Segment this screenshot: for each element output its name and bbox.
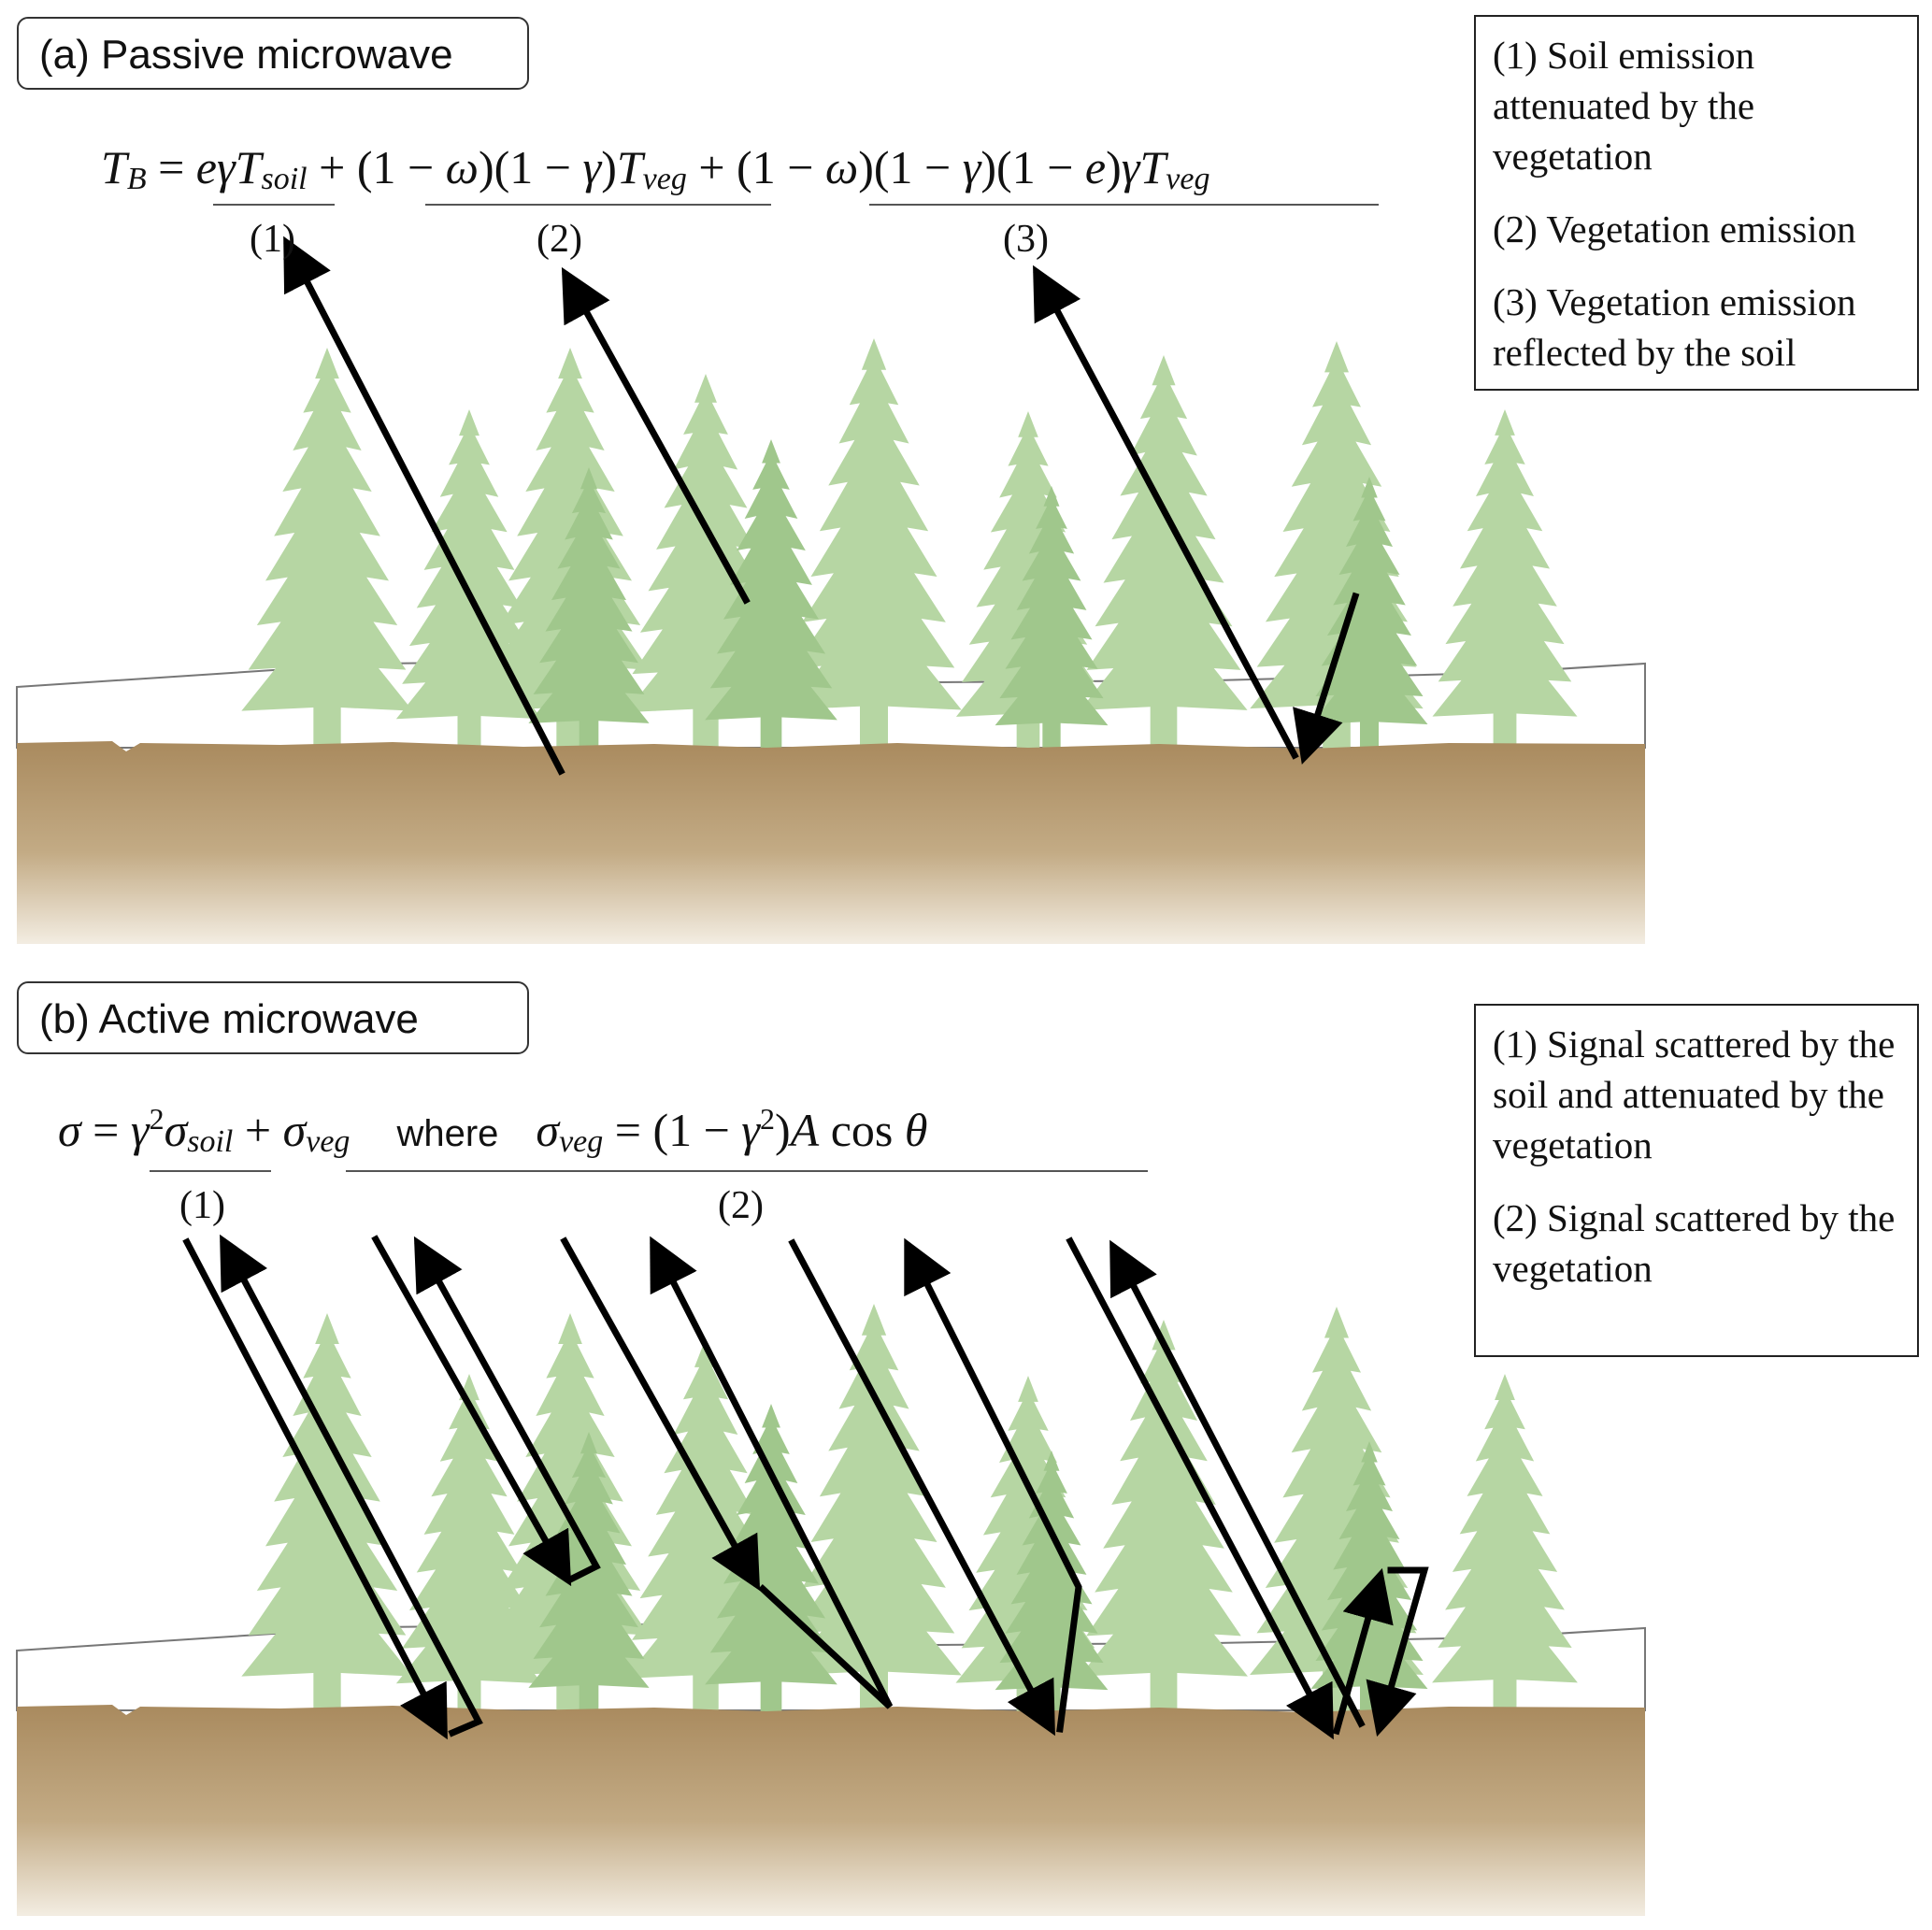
- arrow-multi-up: [1332, 1567, 1394, 1736]
- term-label-2: (2): [537, 218, 582, 261]
- active-legend: (1) Signal scattered by the soil and att…: [1474, 1004, 1919, 1357]
- where-word: where: [396, 1113, 499, 1154]
- panel-b-label: (b) Active microwave: [17, 981, 529, 1054]
- term-label-3: (3): [1003, 218, 1049, 261]
- passive-equation: TB = eγTsoil + (1 − ω)(1 − γ)Tveg + (1 −…: [101, 141, 1210, 196]
- arrow-vegetation-emission: [561, 266, 751, 605]
- arrow-soil-scatter-in: [182, 1237, 448, 1740]
- arrow-double-bounce-out: [650, 1236, 894, 1709]
- term-label-1: (1): [179, 1184, 225, 1227]
- arrow-trunk-out: [904, 1237, 1082, 1733]
- passive-arrows: [283, 236, 1360, 776]
- arrow-multi-top: [1366, 1566, 1429, 1737]
- panel-a-label: (a) Passive microwave: [17, 17, 529, 90]
- legend-item-reflected-emission: (3) Vegetation emission reflected by the…: [1493, 280, 1856, 374]
- arrow-trunk-in: [788, 1238, 1055, 1737]
- arrow-multi-out: [1109, 1239, 1366, 1728]
- arrow-multi-in: [1066, 1237, 1334, 1740]
- legend-item-soil-emission: (1) Soil emission attenuated by the vege…: [1493, 34, 1755, 178]
- arrow-reflected-emission: [1033, 264, 1299, 760]
- arrow-canopy-scatter-in: [371, 1235, 572, 1587]
- landscape-passive: [16, 338, 1646, 944]
- underline-term-2: [346, 1170, 1148, 1172]
- term-label-2: (2): [718, 1184, 764, 1227]
- passive-legend: (1) Soil emission attenuated by the vege…: [1474, 15, 1919, 391]
- underline-term-3: [869, 204, 1379, 206]
- underline-term-1: [213, 204, 335, 206]
- underline-term-2: [425, 204, 771, 206]
- landscape-active: [16, 1304, 1646, 1916]
- active-arrows: [182, 1234, 1429, 1740]
- soil: [17, 1705, 1645, 1916]
- underline-term-1: [150, 1170, 271, 1172]
- legend-item-soil-scatter: (1) Signal scattered by the soil and att…: [1493, 1022, 1896, 1166]
- arrow-soil-emission: [283, 236, 565, 776]
- arrow-double-bounce-in: [560, 1237, 761, 1592]
- arrow-canopy-scatter-out: [413, 1236, 601, 1584]
- term-label-1: (1): [250, 218, 295, 261]
- legend-item-vegetation-emission: (2) Vegetation emission: [1493, 207, 1856, 250]
- legend-item-vegetation-scatter: (2) Signal scattered by the vegetation: [1493, 1196, 1896, 1290]
- arrow-soil-scatter-out: [220, 1234, 483, 1737]
- soil: [17, 741, 1645, 944]
- arrow-vegetation-down: [1293, 592, 1360, 765]
